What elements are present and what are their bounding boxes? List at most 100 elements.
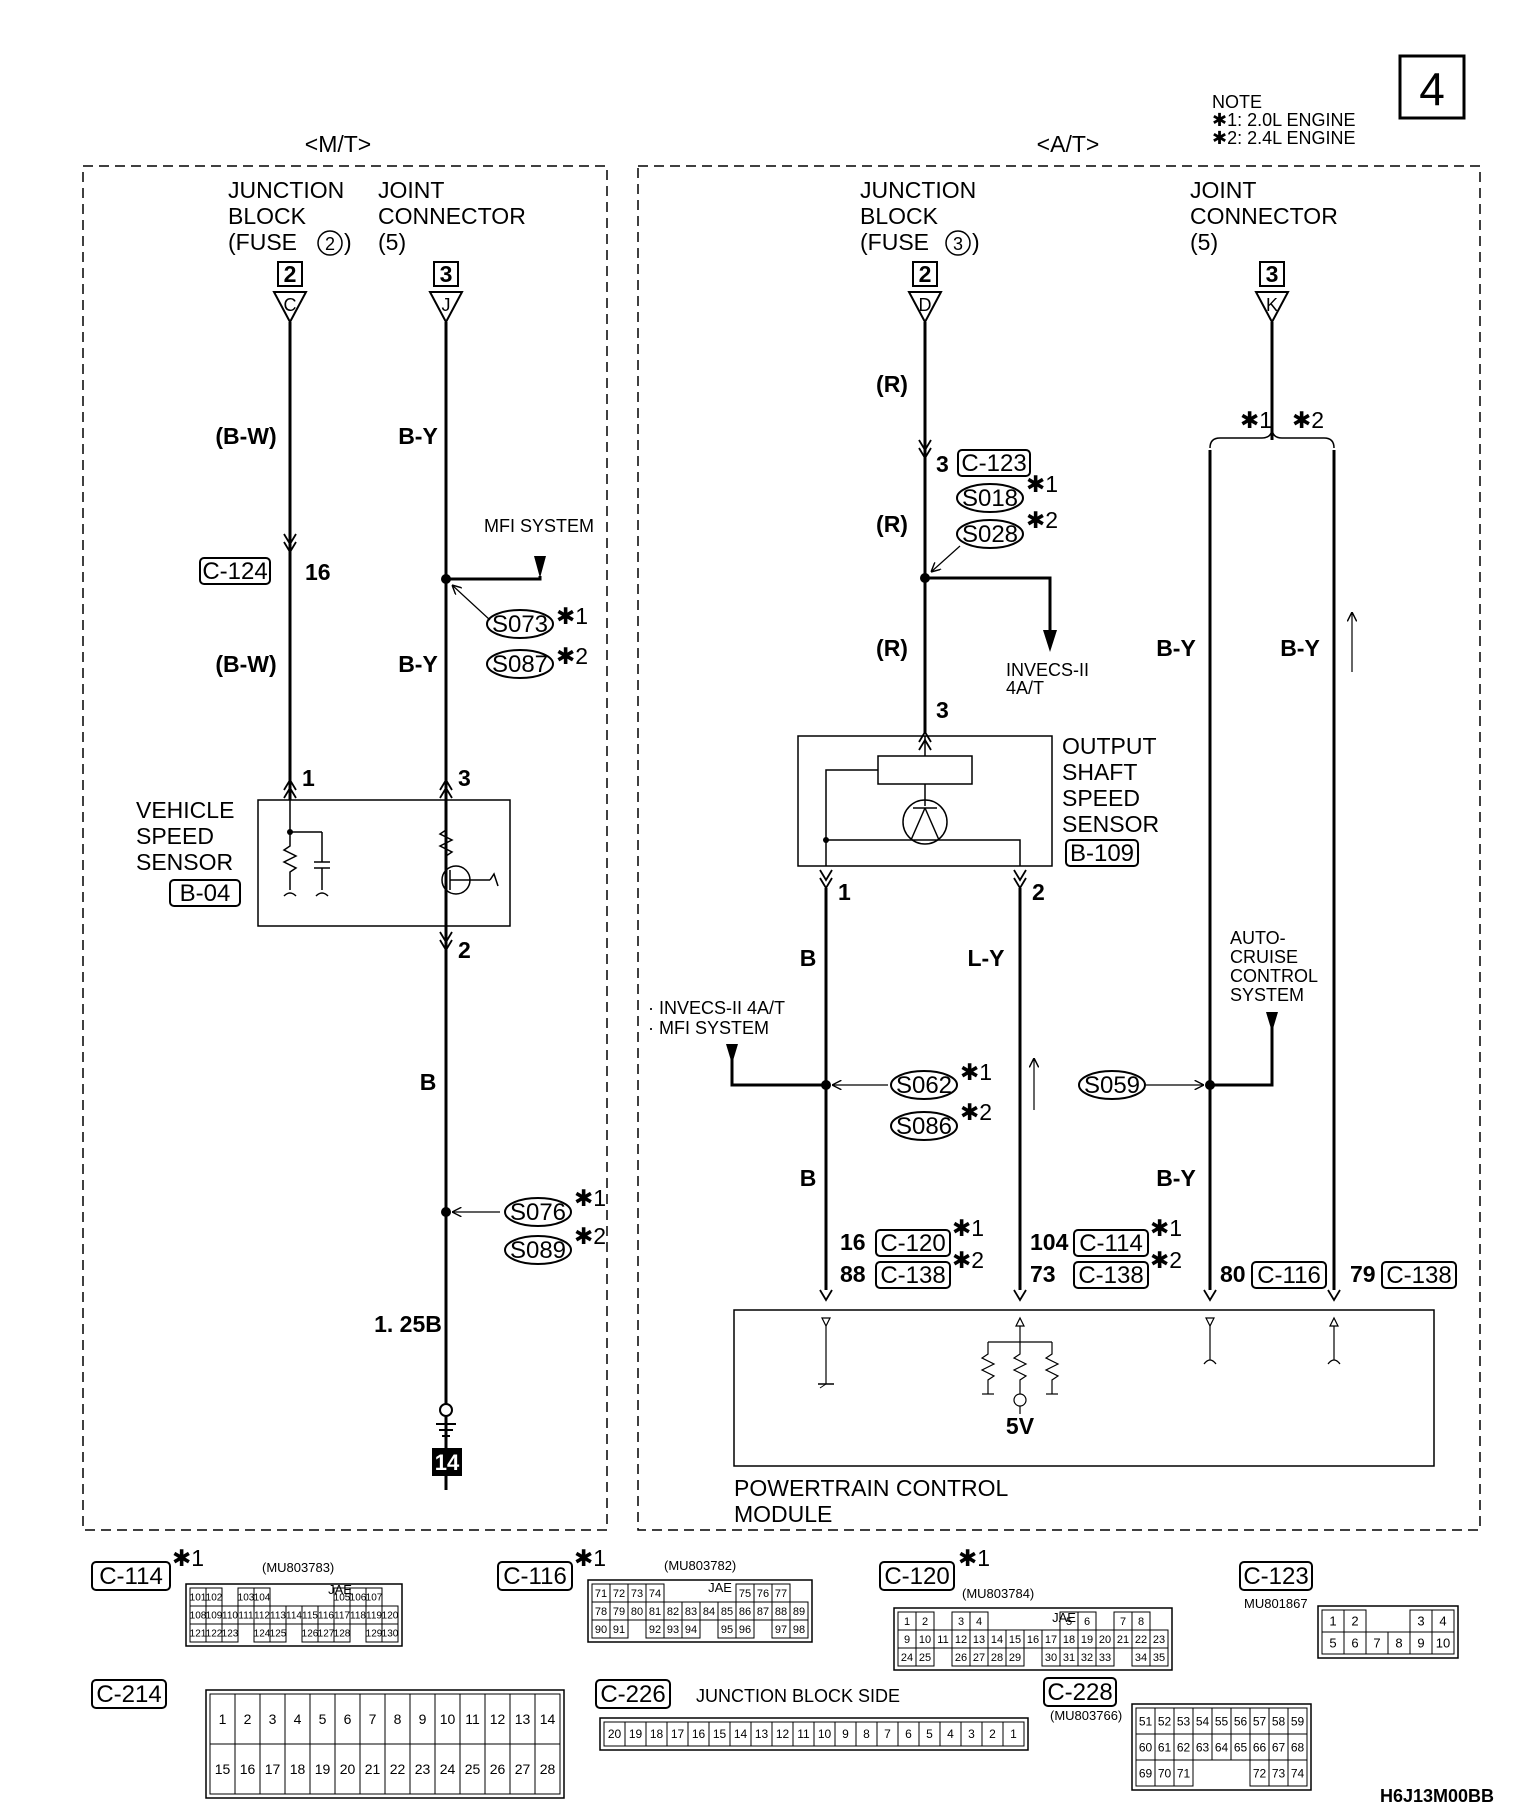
mt-jb-fuse-right: ) — [344, 229, 352, 255]
connector-pin-number: 128 — [334, 1629, 351, 1640]
at-wire-b-label-1: B — [800, 945, 817, 971]
connector-pin-number: 63 — [1196, 1740, 1210, 1754]
at-jc-line2: CONNECTOR — [1190, 203, 1338, 229]
mt-section: <M/T> JUNCTION BLOCK (FUSE 2 ) JOINT CON… — [82, 131, 608, 1531]
connector-pin-number: 62 — [1177, 1740, 1191, 1754]
connector-pin-number: 20 — [340, 1761, 356, 1777]
connector-pin-number: 68 — [1291, 1740, 1305, 1754]
connector-cavity — [1231, 1760, 1250, 1786]
connector-cavity — [222, 1588, 238, 1606]
connector-cavity — [1024, 1612, 1042, 1630]
at-jb-line2: BLOCK — [860, 203, 939, 229]
connector-pin-number: 73 — [1272, 1766, 1286, 1780]
at-star2-b: ✱2 — [960, 1099, 992, 1125]
connector-pin-number: 109 — [206, 1611, 223, 1622]
connector-pin-number: 12 — [776, 1727, 790, 1741]
connector-cavity — [1002, 1721, 1025, 1747]
mt-vss-pin-1: 1 — [302, 765, 315, 791]
connector-pin-number: 12 — [490, 1711, 506, 1727]
connector-pin-number: 16 — [692, 1727, 706, 1741]
at-star2-d: ✱2 — [952, 1247, 984, 1273]
at-splice-s028: S028 ✱2 — [956, 507, 1058, 549]
engine-note: NOTE ✱1: 2.0L ENGINE ✱2: 2.4L ENGINE — [1212, 92, 1355, 148]
connector-pin-number: 7 — [369, 1711, 377, 1727]
connector-cavity — [1005, 1647, 1025, 1667]
at-c138c-label: C-138 — [1386, 1262, 1451, 1289]
connector-pin-number: 84 — [703, 1606, 715, 1618]
ground-14: 14 — [432, 1403, 462, 1476]
connector-pin-number: 2 — [1351, 1614, 1358, 1629]
at-pin-16: 16 — [840, 1229, 866, 1255]
mt-splice-s073: S073 ✱1 — [486, 603, 588, 639]
c226-name: C-226 — [600, 1681, 665, 1708]
connector-pin-number: 33 — [1099, 1652, 1111, 1664]
at-invecs-label: INVECS-II — [1006, 660, 1089, 680]
connector-pin-number: 6 — [1084, 1616, 1090, 1628]
connector-cavity — [1095, 1647, 1115, 1667]
ground-number: 14 — [435, 1450, 460, 1475]
at-jb-fuse-left: (FUSE — [860, 229, 929, 255]
connector-pin-number: 10 — [1436, 1636, 1450, 1651]
connector-pin-number: 14 — [991, 1634, 1003, 1646]
mt-s089-label: S089 — [510, 1237, 566, 1264]
connector-pin-number: 1 — [1329, 1614, 1336, 1629]
c123-part: MU801867 — [1244, 1596, 1308, 1611]
c114-part: (MU803783) — [262, 1560, 334, 1575]
at-c138b-label: C-138 — [1078, 1262, 1143, 1289]
mt-junction-block-label: JUNCTION BLOCK (FUSE 2 ) — [228, 177, 352, 256]
connector-pin-number: 57 — [1253, 1714, 1267, 1728]
connector-pin-number: 65 — [1234, 1740, 1248, 1754]
mt-wire-bw-label-1: (B-W) — [215, 423, 276, 449]
at-junction-block-label: JUNCTION BLOCK (FUSE 3 ) — [860, 177, 980, 256]
connector-pin-number: 76 — [757, 1588, 769, 1600]
at-jb-fuse-right: ) — [972, 229, 980, 255]
mt-s073-label: S073 — [492, 611, 548, 638]
connector-pin-number: 20 — [608, 1727, 622, 1741]
connector-pin-number: 108 — [190, 1611, 207, 1622]
connector-pin-number: 60 — [1139, 1740, 1153, 1754]
connector-pin-number: 117 — [334, 1611, 350, 1622]
at-term-k-box: 3 — [1266, 261, 1279, 287]
connector-pin-number: 130 — [382, 1629, 399, 1640]
at-splice-s062: S062 ✱1 — [890, 1059, 992, 1100]
c214-name: C-214 — [96, 1681, 161, 1708]
mt-splice-s087: S087 ✱2 — [486, 643, 588, 679]
mt-jc-line2: CONNECTOR — [378, 203, 526, 229]
at-pin-3a: 3 — [936, 451, 949, 477]
connector-cavity — [934, 1648, 952, 1666]
connector-pin-number: 105 — [334, 1593, 351, 1604]
connector-pin-number: 1 — [904, 1616, 910, 1628]
at-c116-label: C-116 — [1257, 1262, 1321, 1289]
at-header: <A/T> — [1037, 131, 1100, 157]
connector-pin-number: 88 — [775, 1606, 787, 1618]
connector-pin-number: 24 — [901, 1652, 913, 1664]
at-star1-c: ✱1 — [1240, 407, 1272, 433]
connector-pin-number: 91 — [613, 1624, 625, 1636]
connector-cavity — [302, 1588, 318, 1606]
at-oss-connector: B-109 — [1070, 840, 1134, 867]
connector-cavity — [350, 1624, 366, 1642]
at-ac-line2: CRUISE — [1230, 947, 1298, 967]
at-c138a-label: C-138 — [880, 1262, 945, 1289]
mt-wire-125b-label: 1. 25B — [374, 1311, 442, 1337]
connector-pin-number: 27 — [973, 1652, 985, 1664]
connector-cavity — [1024, 1648, 1042, 1666]
mt-term-c-box: 2 — [284, 261, 297, 287]
connector-pin-number: 6 — [344, 1711, 352, 1727]
pcm-pin-terminals — [819, 1289, 1341, 1302]
connector-pin-number: 6 — [905, 1727, 912, 1741]
at-ac-line4: SYSTEM — [1230, 985, 1304, 1005]
connector-pin-number: 18 — [290, 1761, 306, 1777]
connector-pin-number: 71 — [1177, 1766, 1191, 1780]
connector-cavity — [1173, 1759, 1194, 1787]
mt-vss-connector: B-04 — [180, 880, 231, 907]
connector-pin-number: 53 — [1177, 1714, 1191, 1728]
connector-pin-number: 72 — [613, 1588, 625, 1600]
connector-pin-number: 119 — [366, 1611, 382, 1622]
connector-pin-number: 126 — [302, 1629, 319, 1640]
c228-name: C-228 — [1047, 1679, 1112, 1706]
connector-pin-number: 4 — [294, 1711, 302, 1727]
at-oss-line2: SHAFT — [1062, 759, 1137, 785]
